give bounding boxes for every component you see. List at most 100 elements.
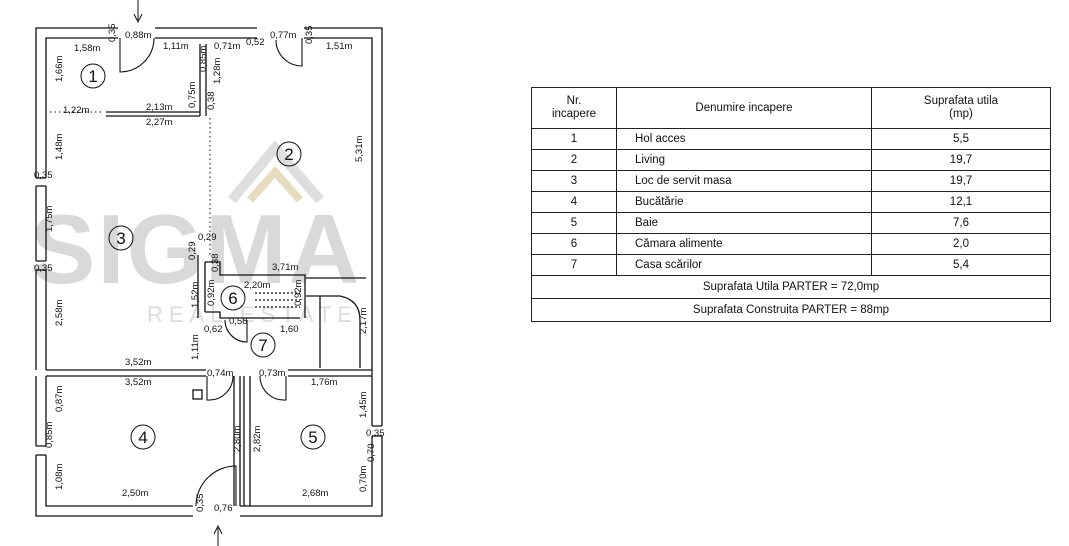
cell-room-area: 12,1 (871, 191, 1051, 213)
room-3-marker (108, 225, 134, 251)
room-1-marker (80, 63, 106, 89)
dimension-labels: 0,35 0,88m 1,58m 1,11m 0,71m 0,52 0,77m … (34, 24, 385, 515)
dim-label: 0,35 (366, 428, 385, 439)
table-row: 4 Bucătărie 12,1 (531, 191, 1051, 213)
header-room-name: Denumire incapere (616, 87, 872, 129)
table-header-row: Nr. incapere Denumire incapere Suprafata… (531, 87, 1051, 129)
header-usable-area: Suprafata utila (mp) (871, 87, 1051, 129)
dim-label: 0,38 (206, 92, 217, 111)
cell-room-name: Baie (616, 212, 872, 234)
cell-room-number: 1 (531, 128, 617, 150)
dim-label: 0,35 (304, 26, 315, 45)
dim-label: 0,85m (44, 422, 55, 448)
dim-label: 1,48m (54, 134, 65, 160)
cell-room-name: Bucătărie (616, 191, 872, 213)
table-row: 3 Loc de servit masa 19,7 (531, 170, 1051, 192)
floor-plan: SIGMA REAL ESTATE (30, 0, 385, 546)
table-row: 1 Hol acces 5,5 (531, 128, 1051, 150)
built-area-total: Suprafata Construita PARTER = 88mp (531, 298, 1051, 322)
dim-label: 0,35 (34, 170, 53, 181)
dim-label: 0,77m (270, 30, 296, 41)
dim-label: 2,27m (146, 117, 172, 128)
room-number: 1 (88, 67, 97, 86)
dim-label: 1,58m (74, 43, 100, 54)
cell-room-number: 6 (531, 233, 617, 255)
dim-label: 1,45m (358, 392, 369, 418)
table-row: 7 Casa scărilor 5,4 (531, 254, 1051, 276)
doors (119, 37, 303, 507)
dim-label: 3,52m (125, 377, 151, 388)
cell-room-area: 5,4 (871, 254, 1051, 276)
cell-room-area: 19,7 (871, 170, 1051, 192)
dim-label: 1,60 (280, 324, 299, 335)
dim-label: 0,92m (206, 280, 217, 306)
dim-label: 0,38 (210, 254, 221, 273)
dim-label: 1,76m (311, 377, 337, 388)
dim-label: 0,70m (358, 466, 369, 492)
summary-row-usable: Suprafata Utila PARTER = 72,0mp (531, 275, 1051, 299)
dim-label: 2,80m (232, 426, 243, 452)
room-7-marker (250, 332, 276, 358)
room-number: 4 (138, 428, 147, 447)
cell-room-area: 2,0 (871, 233, 1051, 255)
dim-label: 1,28m (212, 58, 223, 84)
room-2-marker (276, 141, 302, 167)
room-5-marker (300, 424, 326, 450)
dim-label: 2,17m (358, 308, 369, 334)
cell-room-name: Casa scărilor (616, 254, 872, 276)
cell-room-name: Living (616, 149, 872, 171)
table-row: 6 Cămara alimente 2,0 (531, 233, 1051, 255)
room-number: 6 (228, 289, 237, 308)
usable-area-total: Suprafata Utila PARTER = 72,0mp (531, 275, 1051, 299)
dim-label: 2,58m (54, 300, 65, 326)
dim-label: 2,68m (302, 488, 328, 499)
dim-label: 2,20m (244, 280, 270, 291)
dim-label: 0,74m (207, 368, 233, 379)
dim-label: 0,29 (198, 232, 217, 243)
dim-label: 0,35 (34, 263, 53, 274)
dim-label: 3,52m (125, 357, 151, 368)
cell-room-number: 3 (531, 170, 617, 192)
table-row: 2 Living 19,7 (531, 149, 1051, 171)
cell-room-number: 7 (531, 254, 617, 276)
dim-label: 1,66m (54, 56, 65, 82)
dim-label: 0,52 (246, 37, 265, 48)
dim-label: 0,75m (187, 82, 198, 108)
room-number: 7 (258, 336, 267, 355)
dim-label: 0,35 (107, 24, 118, 43)
dim-label: 0,92m (293, 280, 304, 306)
dim-label: 0,29 (187, 242, 198, 261)
cell-room-area: 5,5 (871, 128, 1051, 150)
dim-label: 0,73m (259, 368, 285, 379)
cell-room-number: 2 (531, 149, 617, 171)
dim-label: 2,82m (252, 426, 263, 452)
dim-label: 2,50m (122, 488, 148, 499)
dim-label: 5,31m (354, 136, 365, 162)
dim-label: 0,58 (229, 316, 248, 327)
dim-label: 1,11m (163, 41, 189, 52)
dim-label: 1,22m (63, 105, 89, 116)
dim-label: 0,87m (54, 386, 65, 412)
room-number: 5 (308, 428, 317, 447)
summary-row-built: Suprafata Construita PARTER = 88mp (531, 298, 1051, 322)
dim-label: 0,85m (198, 46, 209, 72)
cell-room-area: 7,6 (871, 212, 1051, 234)
room-number: 2 (284, 145, 293, 164)
dim-label: 1,51m (326, 41, 352, 52)
dim-label: 0,62 (204, 324, 223, 335)
watermark: SIGMA REAL ESTATE (30, 140, 359, 327)
dim-label: 0,88m (125, 30, 151, 41)
dim-label: 1,11m (190, 334, 201, 360)
room-numbers (80, 63, 326, 450)
cell-room-number: 4 (531, 191, 617, 213)
table-row: 5 Baie 7,6 (531, 212, 1051, 234)
room-6-marker (220, 285, 246, 311)
room-4-marker (130, 424, 156, 450)
room-number: 3 (116, 229, 125, 248)
dim-label: 1,52m (190, 282, 201, 308)
dim-label: 1,08m (54, 464, 65, 490)
header-room-number: Nr. incapere (531, 87, 617, 129)
cell-room-number: 5 (531, 212, 617, 234)
dim-label: 0,70 (366, 444, 377, 463)
dim-label: 0,71m (214, 41, 240, 52)
